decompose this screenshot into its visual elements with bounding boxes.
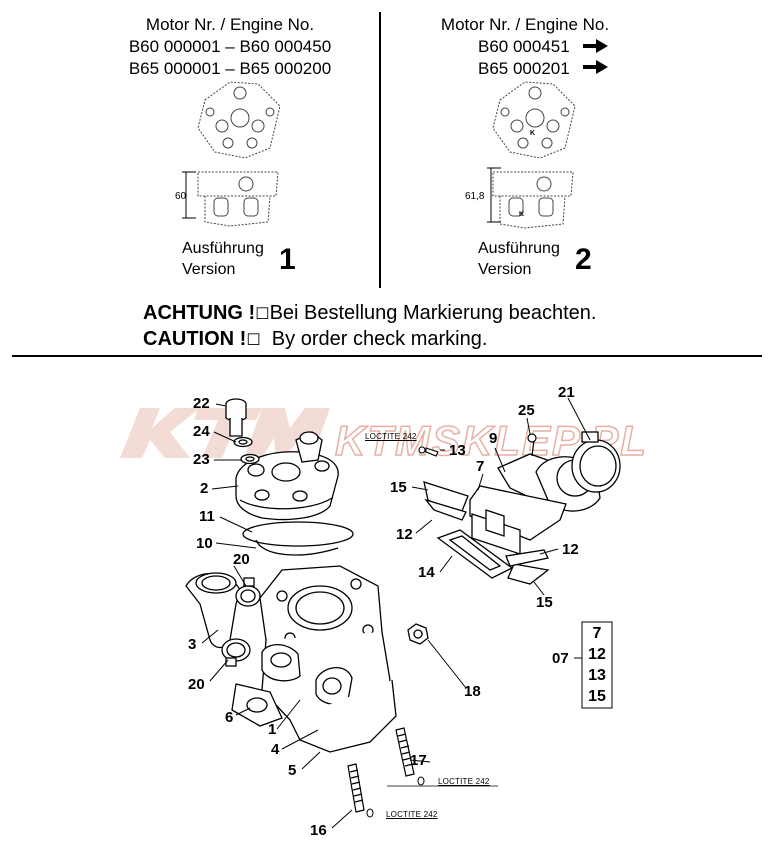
loctite-dots bbox=[366, 776, 425, 818]
label-25: 25 bbox=[518, 402, 535, 419]
version-de-left: Ausführung bbox=[182, 240, 264, 257]
label-6: 6 bbox=[225, 709, 234, 726]
cylinder-side-view-left bbox=[182, 171, 279, 227]
stud-16 bbox=[347, 763, 365, 813]
label-13: 13 bbox=[449, 442, 466, 459]
kit-item-12: 12 bbox=[588, 646, 606, 663]
label-17: 17 bbox=[410, 752, 427, 769]
engine-range-1-left: B60 000001 – B60 000450 bbox=[128, 37, 332, 56]
version-number-left: 1 bbox=[279, 243, 296, 276]
nut-18 bbox=[407, 623, 429, 645]
reed-valve bbox=[469, 485, 567, 555]
cylinder bbox=[259, 565, 397, 753]
cylinder-head bbox=[235, 431, 339, 521]
kit-item-15: 15 bbox=[588, 688, 606, 705]
engine-no-label-right: Motor Nr. / Engine No. bbox=[440, 15, 610, 34]
screw-25 bbox=[527, 433, 537, 457]
loctite-note-16: LOCTITE 242 bbox=[386, 810, 438, 819]
label-4: 4 bbox=[271, 741, 280, 758]
hose-clamp-upper bbox=[235, 577, 261, 607]
stud-17 bbox=[395, 727, 415, 777]
arrow-right-icon bbox=[583, 39, 608, 53]
engine-range-2-left: B65 000001 – B65 000200 bbox=[128, 59, 332, 78]
label-1: 1 bbox=[268, 721, 277, 738]
loctite-note-17: LOCTITE 242 bbox=[438, 777, 490, 786]
washer-23 bbox=[240, 453, 260, 465]
warning-en-text: By order check marking. bbox=[271, 328, 488, 350]
exhaust-pipe bbox=[185, 572, 241, 649]
version-number-right: 2 bbox=[575, 243, 592, 276]
label-18: 18 bbox=[464, 683, 481, 700]
label-11: 11 bbox=[199, 508, 215, 525]
label-12-right: 12 bbox=[562, 541, 579, 558]
label-16: 16 bbox=[310, 822, 327, 839]
label-2: 2 bbox=[200, 480, 209, 497]
head-bolt bbox=[225, 398, 247, 437]
reed-stop-12-upper bbox=[424, 498, 467, 521]
label-9: 9 bbox=[489, 430, 498, 447]
label-22: 22 bbox=[193, 395, 210, 412]
reed-petal-15-lower bbox=[507, 563, 550, 585]
label-23: 23 bbox=[193, 451, 210, 468]
arrow-right-icon bbox=[583, 60, 608, 74]
label-21: 21 bbox=[558, 384, 575, 401]
warning-de: ACHTUNG !☐Bei Bestellung Markierung beac… bbox=[143, 300, 596, 328]
mark-k-side: K bbox=[519, 211, 524, 218]
washer-24 bbox=[233, 436, 253, 448]
label-15-lower: 15 bbox=[536, 594, 553, 611]
o-rings bbox=[242, 521, 354, 556]
label-20-lower: 20 bbox=[188, 676, 205, 693]
label-15-upper: 15 bbox=[390, 479, 407, 496]
label-20-upper: 20 bbox=[233, 551, 250, 568]
warning-de-bold: ACHTUNG ! bbox=[143, 302, 256, 324]
engine-range-2-right: B65 000201 bbox=[478, 59, 570, 78]
engine-range-1-right: B60 000451 bbox=[478, 37, 570, 56]
version-de-right: Ausführung bbox=[478, 240, 560, 257]
head-top-view-right bbox=[492, 81, 576, 159]
leader-lines bbox=[201, 397, 591, 829]
label-7: 7 bbox=[476, 458, 485, 475]
dimension-label-left: 60 bbox=[175, 191, 187, 202]
mark-k-top: K bbox=[530, 130, 535, 137]
label-12-left: 12 bbox=[396, 526, 413, 543]
version-en-left: Version bbox=[182, 261, 236, 278]
exhaust-flange bbox=[231, 683, 283, 727]
kit-box bbox=[581, 621, 613, 709]
kit-item-13: 13 bbox=[588, 667, 606, 684]
dimension-label-right: 61,8 bbox=[465, 191, 485, 202]
hose-clamp-lower bbox=[221, 638, 251, 667]
version-en-right: Version bbox=[478, 261, 532, 278]
screw-13 bbox=[418, 446, 439, 457]
loctite-note-13: LOCTITE 242 bbox=[365, 432, 417, 441]
kit-label: 07 bbox=[552, 650, 569, 667]
checkbox-glyph: ☐ bbox=[246, 332, 261, 349]
warning-en: CAUTION !☐ By order check marking. bbox=[143, 326, 487, 354]
engine-no-label-left: Motor Nr. / Engine No. bbox=[145, 15, 315, 34]
head-top-view-left bbox=[197, 81, 281, 159]
kit-item-7: 7 bbox=[592, 625, 602, 642]
label-5: 5 bbox=[288, 762, 297, 779]
label-14: 14 bbox=[418, 564, 435, 581]
warning-en-bold: CAUTION ! bbox=[143, 328, 247, 350]
hose-clamp-21 bbox=[571, 431, 621, 493]
warning-de-text: Bei Bestellung Markierung beachten. bbox=[269, 302, 597, 324]
checkbox-glyph: ☐ bbox=[255, 306, 270, 323]
cylinder-side-view-right bbox=[487, 167, 574, 229]
label-3: 3 bbox=[188, 636, 197, 653]
label-10: 10 bbox=[196, 535, 213, 552]
reed-stop-12-lower bbox=[505, 549, 549, 567]
label-24: 24 bbox=[193, 423, 210, 440]
